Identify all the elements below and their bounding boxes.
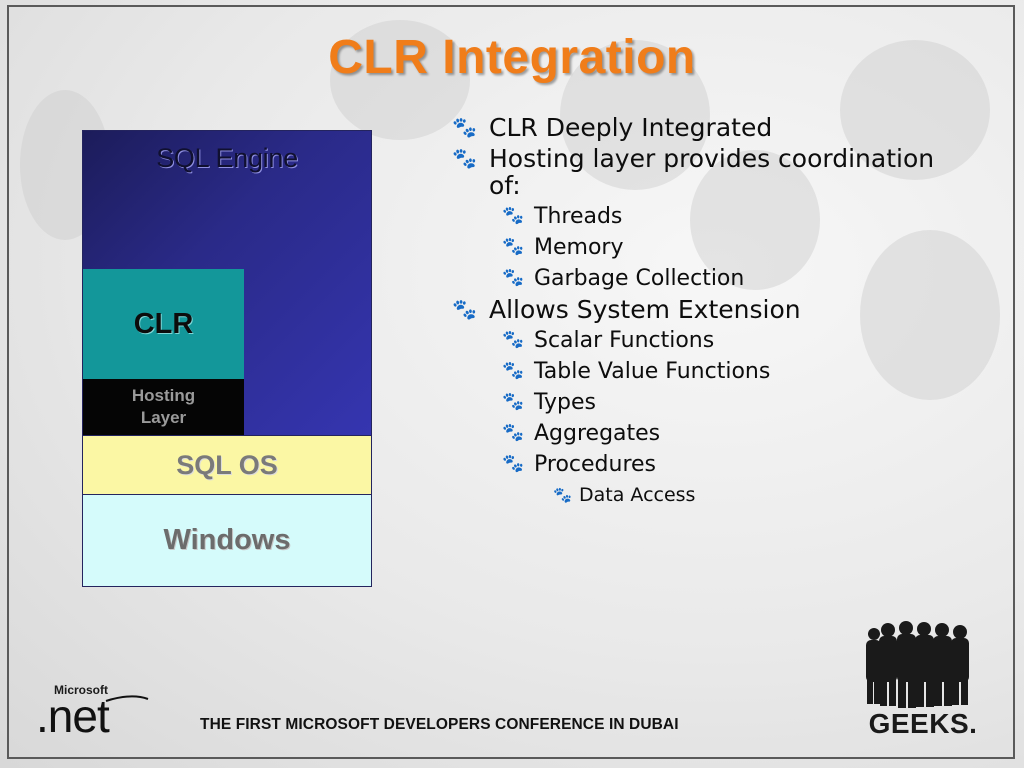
hosting-label-line1: Hosting	[131, 386, 196, 405]
bullet-text: Aggregates	[534, 421, 661, 446]
windows-layer: Windows	[83, 495, 371, 586]
windows-label: Windows	[163, 524, 291, 556]
bullet-text: Hosting layer provides coordination of:	[489, 144, 935, 200]
background-paw-shape	[860, 230, 1000, 400]
sql-engine-label: SQL Engine	[156, 143, 298, 173]
net-wordmark: .net	[36, 690, 110, 742]
geeks-logo: GEEKS.	[848, 620, 998, 745]
clr-layer: CLR	[83, 269, 244, 379]
paw-icon: 🐾	[502, 423, 524, 443]
paw-icon: 🐾	[502, 454, 524, 474]
bullet-text: Memory	[534, 235, 624, 260]
background-paw-shape	[840, 40, 990, 180]
bullet-item: 🐾 Data Access	[450, 483, 970, 507]
bullet-text: Types	[534, 390, 596, 415]
bullet-item: 🐾 Garbage Collection	[450, 265, 970, 292]
bullet-item: 🐾 Types	[450, 389, 970, 416]
bullet-item: 🐾 Aggregates	[450, 420, 970, 447]
bullet-text: Scalar Functions	[534, 328, 715, 353]
bullet-item: 🐾 Threads	[450, 203, 970, 230]
geeks-wordmark: GEEKS.	[868, 708, 978, 739]
clr-label: CLR	[133, 307, 194, 340]
background-paw-shape	[690, 150, 820, 290]
bullet-text: Threads	[534, 204, 623, 229]
bullet-text: Allows System Extension	[489, 295, 801, 324]
paw-icon: 🐾	[502, 392, 524, 412]
paw-icon: 🐾	[553, 486, 572, 504]
bullet-item: 🐾 Memory	[450, 234, 970, 261]
people-silhouettes-icon	[866, 621, 969, 708]
bullet-text: CLR Deeply Integrated	[489, 113, 773, 142]
paw-icon: 🐾	[502, 330, 524, 350]
bullet-item: 🐾 Allows System Extension	[450, 296, 970, 323]
bullet-text: Data Access	[579, 484, 696, 506]
conference-footer-text: THE FIRST MICROSOFT DEVELOPERS CONFERENC…	[200, 716, 679, 733]
bullet-item: 🐾 Scalar Functions	[450, 327, 970, 354]
hosting-label-line2: Layer	[140, 408, 187, 427]
microsoft-net-logo: Microsoft .net	[36, 683, 151, 742]
paw-icon: 🐾	[502, 206, 524, 226]
bullet-item: 🐾 Table Value Functions	[450, 358, 970, 385]
sql-os-layer: SQL OS	[83, 435, 371, 495]
paw-icon: 🐾	[502, 268, 524, 288]
paw-icon: 🐾	[452, 146, 477, 170]
bullet-item: 🐾 Hosting layer provides coordination of:	[450, 145, 970, 199]
paw-icon: 🐾	[502, 361, 524, 381]
bullet-text: Garbage Collection	[534, 266, 745, 291]
paw-icon: 🐾	[452, 115, 477, 139]
microsoft-wordmark: Microsoft	[54, 683, 108, 697]
bullet-list: 🐾 CLR Deeply Integrated 🐾 Hosting layer pr…	[450, 110, 970, 507]
net-logo-swoosh	[105, 695, 149, 702]
bullet-text: Table Value Functions	[534, 359, 771, 384]
bullet-item: 🐾 Procedures	[450, 451, 970, 478]
sql-os-label: SQL OS	[176, 449, 278, 480]
slide-title: CLR Integration	[328, 31, 696, 84]
background-paw-shape	[330, 20, 470, 140]
paw-icon: 🐾	[502, 237, 524, 257]
bullet-item: 🐾 CLR Deeply Integrated	[450, 114, 970, 141]
bullet-text: Procedures	[534, 452, 656, 477]
background-paw-shape	[560, 40, 710, 190]
paw-icon: 🐾	[452, 297, 477, 321]
